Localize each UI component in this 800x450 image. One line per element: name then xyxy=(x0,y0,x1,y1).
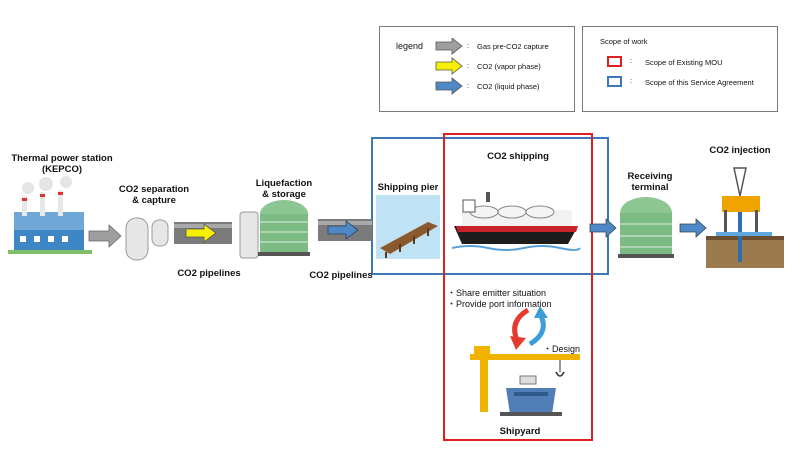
scope-label-mou: Scope of Existing MOU xyxy=(645,58,723,67)
arrow-gas xyxy=(88,224,122,248)
legend-label-vapor: CO2 (vapor phase) xyxy=(477,62,541,71)
injection-label: CO2 injection xyxy=(709,145,771,156)
shipping-pier-icon xyxy=(376,195,440,259)
scope-box xyxy=(582,26,778,112)
pipelines-2-label: CO2 pipelines xyxy=(309,270,373,281)
injection-platform-icon xyxy=(706,167,784,268)
scope-colon-2: : xyxy=(630,76,633,85)
pipelines-1-label: CO2 pipelines xyxy=(177,268,241,279)
legend-arrow-vapor xyxy=(435,57,463,75)
arrow-liquid-1 xyxy=(327,220,359,240)
scope-title: Scope of work xyxy=(600,37,648,46)
receiving-label: Receiving terminal xyxy=(627,171,673,193)
scope-label-service: Scope of this Service Agreement xyxy=(645,78,754,87)
receiving-tank-icon xyxy=(618,197,674,258)
co2-shipping-label: CO2 shipping xyxy=(487,151,549,162)
shipping-pier-label: Shipping pier xyxy=(377,182,439,193)
scope-mou-swatch xyxy=(607,56,622,67)
legend-box xyxy=(379,26,575,112)
legend-label-gas: Gas pre-CO2 capture xyxy=(477,42,549,51)
existing-mou-frame xyxy=(443,133,593,441)
shipyard-label: Shipyard xyxy=(499,426,541,437)
arrow-vapor xyxy=(185,223,217,243)
legend-label-liquid: CO2 (liquid phase) xyxy=(477,82,540,91)
scope-service-swatch xyxy=(607,76,622,87)
scope-colon-1: : xyxy=(630,56,633,65)
pipeline-2-icon xyxy=(318,219,372,241)
legend-arrows xyxy=(435,38,463,95)
note-port-info: ・Provide port information xyxy=(447,299,552,309)
legend-colon-1: : xyxy=(467,41,470,50)
separation-label: CO2 separation & capture xyxy=(118,184,190,206)
legend-colon-3: : xyxy=(467,81,470,90)
power-station-icon xyxy=(8,176,92,254)
shipyard-crane-icon xyxy=(470,346,580,416)
legend-arrow-liquid xyxy=(435,77,463,95)
legend-colon-2: : xyxy=(467,61,470,70)
pipeline-1-icon xyxy=(174,222,232,244)
legend-title: legend xyxy=(396,41,424,51)
arrow-liquid-3 xyxy=(679,218,707,238)
liquefaction-label: Liquefaction & storage xyxy=(255,178,313,200)
legend-arrow-gas xyxy=(435,38,463,55)
arrow-liquid-2 xyxy=(589,218,617,238)
separation-unit-icon xyxy=(125,217,169,261)
power-station-label: Thermal power station (KEPCO) xyxy=(11,153,113,175)
liquefaction-tank-icon xyxy=(239,200,310,259)
service-agreement-frame xyxy=(371,137,609,275)
note-share-emitter: ・Share emitter situation xyxy=(447,288,547,298)
co2-ship-icon xyxy=(451,192,581,251)
exchange-arrows-icon xyxy=(510,306,548,350)
note-design: ・Design xyxy=(543,344,581,354)
